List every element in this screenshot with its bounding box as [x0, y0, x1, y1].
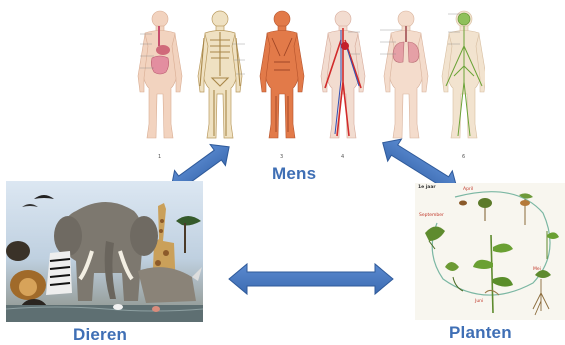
arrow-dieren-planten	[229, 264, 393, 294]
plant-lifecycle-diagram: 1e jaar April September Mei Juni	[415, 183, 565, 320]
plant-label-juni: Juni	[475, 299, 483, 304]
label-dieren: Dieren	[73, 325, 127, 345]
plant-label-corner: 1e jaar	[418, 185, 436, 190]
plant-label-april: April	[463, 187, 473, 192]
animals-scene-svg	[6, 181, 203, 322]
plant-label-mei: Mei	[533, 267, 541, 272]
plant-label-september: September	[419, 213, 444, 218]
label-planten: Planten	[449, 323, 512, 343]
plant-cycle-svg	[415, 183, 565, 320]
animals-photo	[6, 181, 203, 322]
